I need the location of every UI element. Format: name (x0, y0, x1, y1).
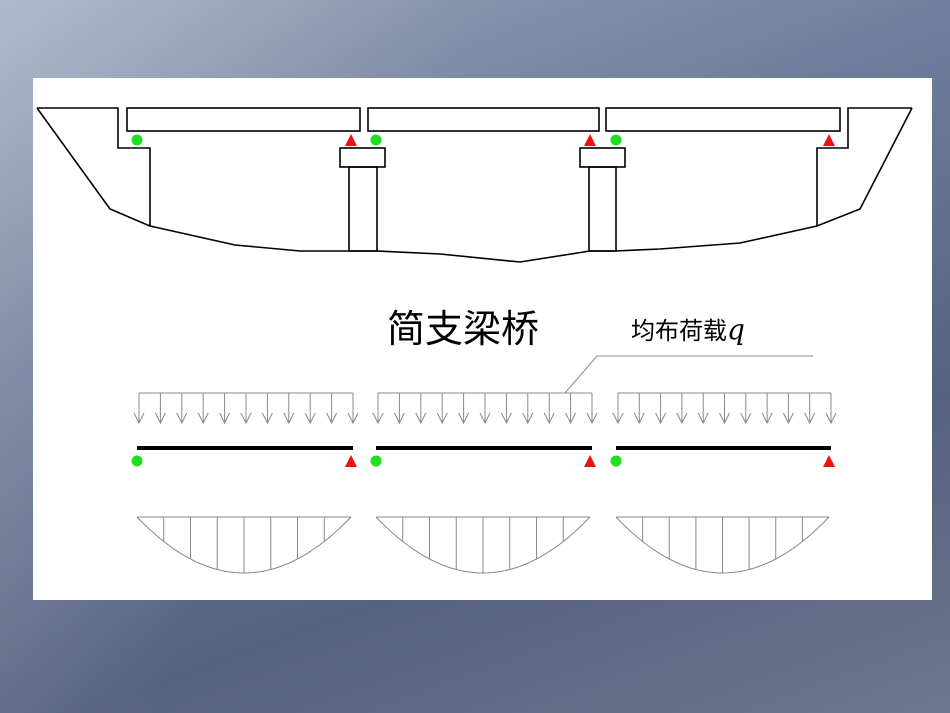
pin-support-icon (131, 134, 143, 146)
load-arrowhead (479, 412, 491, 425)
roller-support-icon (345, 455, 357, 467)
load-arrowhead (522, 412, 534, 425)
right-span-load (612, 392, 837, 425)
pin-support-icon (610, 134, 622, 146)
load-arrowhead (261, 412, 273, 425)
load-arrowhead (543, 412, 555, 425)
load-arrowhead (500, 412, 512, 425)
load-arrowhead (761, 412, 773, 425)
load-arrowhead (719, 412, 730, 425)
pin-support-icon (370, 134, 382, 146)
pier-cap-2 (579, 147, 626, 168)
load-arrowhead (782, 412, 794, 425)
deck-slab-1 (126, 107, 361, 132)
load-arrowhead (825, 412, 837, 425)
roller-support-icon (345, 134, 357, 146)
load-arrowhead (197, 412, 209, 425)
load-arrowhead (283, 412, 295, 425)
deck-slab-2 (367, 107, 600, 132)
roller-support-icon (823, 134, 835, 146)
left-abutment (36, 107, 151, 228)
moment-diagrams (136, 516, 830, 574)
load-arrowhead (176, 412, 188, 425)
slide-panel (33, 78, 932, 600)
middle-span-moment-diagram (375, 516, 591, 574)
roller-support-icon (584, 455, 596, 467)
load-arrowhead (436, 412, 448, 425)
bridge-supports (131, 134, 835, 146)
right-span-moment-diagram (615, 516, 830, 574)
pier-column-2 (588, 166, 617, 252)
load-arrowhead (697, 412, 709, 425)
pier-cap-1 (339, 147, 386, 168)
pin-support-icon (610, 455, 622, 467)
pin-support-icon (370, 455, 382, 467)
load-arrowhead (133, 412, 145, 425)
roller-support-icon (584, 134, 596, 146)
load-arrowhead (415, 412, 427, 425)
load-label-text: 均布荷载 (631, 317, 727, 345)
load-arrowhead (347, 412, 359, 425)
deck-slab-3 (605, 107, 841, 132)
load-arrowhead (612, 412, 624, 425)
load-arrowhead (240, 412, 252, 425)
load-leader-line (564, 355, 813, 394)
distributed-loads (133, 392, 837, 425)
load-arrowhead (655, 412, 667, 425)
load-arrowhead (326, 412, 338, 425)
load-label: 均布荷载q (631, 313, 745, 346)
load-arrowhead (740, 412, 752, 425)
load-arrowhead (372, 412, 384, 425)
simple-beams (131, 446, 835, 467)
load-arrowhead (154, 412, 166, 425)
load-arrowhead (458, 412, 470, 425)
load-arrowhead (304, 412, 316, 425)
pier-column-1 (348, 166, 378, 252)
left-span-load (133, 392, 359, 425)
diagram-title: 简支梁桥 (387, 307, 539, 351)
load-arrowhead (393, 412, 405, 425)
bridge-elevation (36, 107, 913, 263)
load-arrowhead (676, 412, 688, 425)
load-arrowhead (219, 412, 231, 425)
ground-line (149, 225, 818, 263)
load-arrowhead (804, 412, 816, 425)
middle-span-load (372, 392, 598, 425)
left-span-moment-diagram (136, 516, 352, 574)
load-symbol: q (727, 313, 745, 346)
load-arrowhead (565, 412, 577, 425)
pin-support-icon (131, 455, 143, 467)
load-arrowhead (633, 412, 645, 425)
load-arrowhead (586, 412, 598, 425)
roller-support-icon (823, 455, 835, 467)
right-abutment (816, 107, 913, 228)
